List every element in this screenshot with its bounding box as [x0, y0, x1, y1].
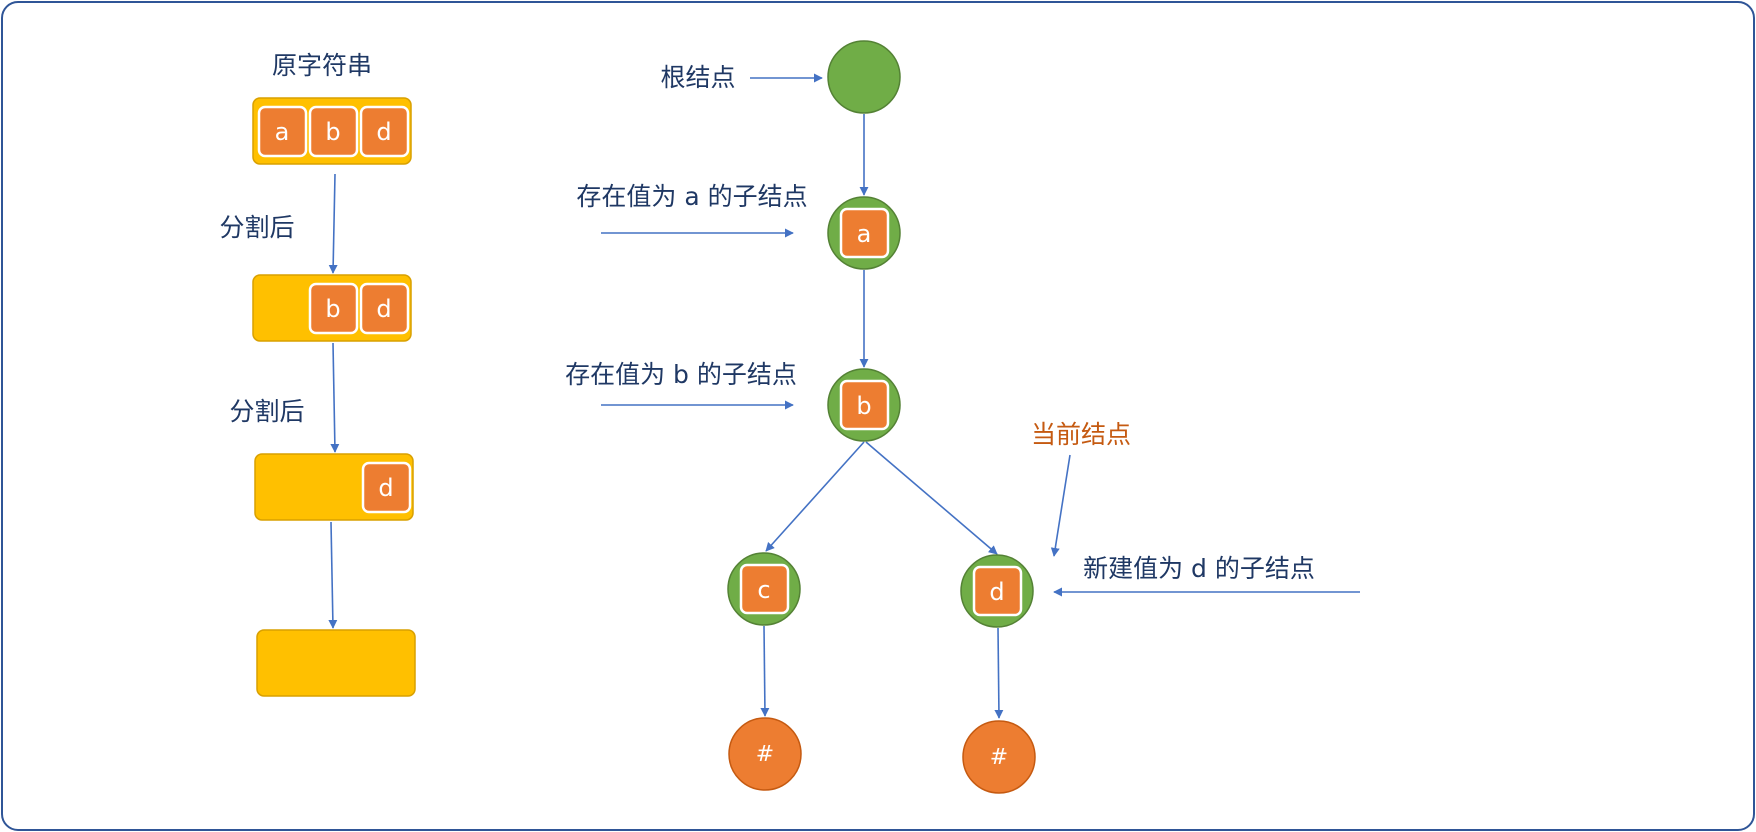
edge-b-d [865, 441, 998, 555]
end-node-right: # [962, 720, 1036, 794]
string-cell [257, 105, 308, 158]
split-arrow-2 [330, 342, 340, 453]
edge-b-c [765, 441, 865, 552]
trie-node-a-text: a [857, 220, 872, 248]
split-arrow-1 [328, 173, 338, 274]
trie-node-c-text: c [757, 576, 770, 604]
root-node-label: 根结点 [660, 63, 735, 92]
after-split-label-1: 分割后 [219, 213, 294, 242]
string-cell [308, 282, 359, 335]
edge-c-end [760, 625, 770, 717]
string-box-row3: d [254, 453, 414, 521]
trie-node-d: d [960, 554, 1034, 628]
string-box-row1: a b d [252, 97, 412, 165]
string-cell [361, 461, 412, 514]
end-marker-left-text: # [756, 742, 774, 767]
original-string-label: 原字符串 [272, 51, 372, 80]
exists-b-label: 存在值为 b 的子结点 [565, 360, 797, 389]
string-cell-text: b [325, 295, 340, 323]
string-box-row4-empty [256, 629, 416, 697]
current-node-label: 当前结点 [1031, 420, 1131, 449]
trie-node-c: c [727, 552, 801, 626]
current-node-arrow [1050, 454, 1071, 557]
after-split-label-2: 分割后 [229, 397, 304, 426]
end-marker-right-text: # [990, 745, 1008, 770]
string-cell-text: b [325, 118, 340, 146]
string-cell [308, 105, 359, 158]
exists-a-label: 存在值为 a 的子结点 [576, 182, 807, 211]
split-arrow-3 [328, 521, 338, 629]
string-cell [359, 105, 410, 158]
trie-node-b: b [827, 368, 901, 442]
string-cell [359, 282, 410, 335]
string-cell-text: a [275, 118, 290, 146]
trie-node-b-text: b [856, 392, 871, 420]
end-node-left: # [728, 717, 802, 791]
string-cell-text: d [376, 295, 391, 323]
new-d-label: 新建值为 d 的子结点 [1083, 554, 1315, 583]
edge-d-end [994, 627, 1004, 719]
trie-node-d-text: d [989, 578, 1004, 606]
string-box-row2: b d [252, 274, 412, 342]
string-cell-text: d [376, 118, 391, 146]
string-cell-text: d [378, 474, 393, 502]
root-node [827, 40, 901, 114]
trie-node-a: a [827, 196, 901, 270]
